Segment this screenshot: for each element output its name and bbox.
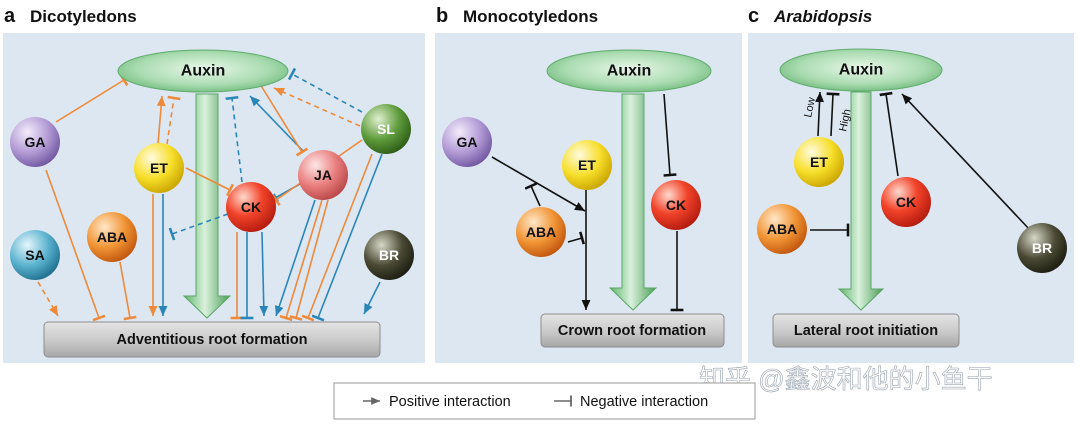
node-ga <box>10 117 60 167</box>
node-ck <box>651 180 701 230</box>
outcome-label-c: Lateral root initiation <box>794 323 938 339</box>
edge-aba-et-negative <box>567 231 585 245</box>
edge-br-outcome-positive <box>363 281 381 315</box>
node-et <box>562 140 612 190</box>
node-ck <box>881 177 931 227</box>
outcome-label-a: Adventitious root formation <box>117 332 308 348</box>
outcome-bar-a <box>43 321 381 358</box>
node-aba-label: ABA <box>767 221 797 237</box>
edge-et-auxin-negative-high <box>826 92 840 137</box>
edge-et-ck-negative <box>185 167 235 197</box>
edge-ja-auxin-positive <box>249 95 305 153</box>
node-ck <box>226 182 276 232</box>
node-ga <box>442 117 492 167</box>
edge-ga-outcome-positive <box>491 156 586 212</box>
edge-ga-outcome-negative <box>45 169 106 322</box>
edge-et-auxin-positive <box>156 95 166 145</box>
edge-ja-outcome-positive <box>274 199 316 317</box>
panel-a-letter: a <box>4 5 16 27</box>
panel-c-edges <box>810 91 1031 237</box>
outcome-bar-c <box>772 313 960 348</box>
auxin-label: Auxin <box>181 63 225 80</box>
node-ck-label: CK <box>896 194 916 210</box>
edge-sl-outcome-negative-blue <box>311 153 383 322</box>
node-br <box>364 230 414 280</box>
edge-ck-ga-negative-dashed <box>168 213 229 241</box>
node-ja <box>298 150 348 200</box>
edge-et-auxin-positive-low <box>815 91 825 137</box>
node-sa <box>10 230 60 280</box>
node-aba-label: ABA <box>97 229 127 245</box>
node-et-label: ET <box>150 160 168 176</box>
edge-br-auxin-positive <box>901 93 1031 231</box>
edge-ck-outcome-positive-blue <box>259 231 269 317</box>
node-et-label: ET <box>810 154 828 170</box>
panel-b-edges <box>491 93 684 312</box>
edge-aba-ga-negative <box>524 182 541 207</box>
node-aba <box>516 207 566 257</box>
edge-auxin-ja-negative <box>259 83 309 157</box>
legend: Positive interaction Negative interactio… <box>333 382 756 420</box>
panel-c: c Arabidopsis Low High Auxin ET ABA CK B… <box>748 5 1074 363</box>
node-et-label: ET <box>578 157 596 173</box>
edge-sl-outcome-negative-orange <box>301 153 373 322</box>
node-ck-label: CK <box>241 199 261 215</box>
legend-positive-label: Positive interaction <box>389 394 511 410</box>
auxin-flow-arrow <box>182 93 232 319</box>
auxin-flow-arrow <box>837 91 885 311</box>
edge-ga-auxin-negative <box>55 73 129 123</box>
auxin-node <box>546 49 712 93</box>
node-sl <box>361 104 411 154</box>
auxin-node <box>779 48 943 92</box>
node-ga-label: GA <box>457 134 478 150</box>
edge-auxin-ck-negative <box>663 93 677 177</box>
panel-c-title: Arabidopsis <box>773 7 872 26</box>
panel-b-letter: b <box>436 5 448 27</box>
et-auxin-high-label: High <box>837 108 853 133</box>
edge-sa-outcome-positive <box>37 281 59 317</box>
node-aba-label: ABA <box>526 224 556 240</box>
node-br-label: BR <box>1032 240 1052 256</box>
panel-a-edges <box>37 67 383 322</box>
watermark: 知乎 @鑫波和他的小鱼干 <box>699 364 993 394</box>
legend-box <box>333 382 756 420</box>
node-aba <box>757 204 807 254</box>
edge-aba-outcome-negative <box>119 261 137 321</box>
node-aba <box>87 212 137 262</box>
edge-et-auxin-negative-dashed <box>166 95 181 145</box>
node-sa-label: SA <box>25 247 44 263</box>
panel-b: b Monocotyledons Auxin GA ET ABA CK Crow… <box>435 5 742 363</box>
node-br-label: BR <box>379 247 399 263</box>
panel-b-title: Monocotyledons <box>463 7 598 26</box>
edge-ja-outcome-negative-1 <box>279 199 323 322</box>
auxin-node <box>117 49 289 93</box>
outcome-bar-b <box>540 313 725 348</box>
panel-c-letter: c <box>748 5 759 27</box>
edge-sl-auxin-positive-dashed <box>273 87 361 127</box>
node-ck-label: CK <box>666 197 686 213</box>
node-ja-label: JA <box>314 167 332 183</box>
edge-ck-auxin-negative <box>879 91 899 177</box>
edge-ja-outcome-negative-2 <box>289 199 329 321</box>
edge-sl-auxin-negative-dashed <box>287 67 363 113</box>
et-auxin-low-label: Low <box>802 96 818 118</box>
node-br <box>1017 223 1067 273</box>
panel-a: a Dicotyledons <box>3 5 425 363</box>
node-et <box>794 137 844 187</box>
node-sl-label: SL <box>377 121 395 137</box>
legend-negative-label: Negative interaction <box>580 394 708 410</box>
panel-a-title: Dicotyledons <box>30 7 137 26</box>
outcome-label-b: Crown root formation <box>558 323 706 339</box>
node-et <box>134 143 184 193</box>
auxin-label: Auxin <box>839 62 883 79</box>
auxin-flow-arrow <box>608 93 658 311</box>
node-ga-label: GA <box>25 134 46 150</box>
auxin-label: Auxin <box>607 63 651 80</box>
